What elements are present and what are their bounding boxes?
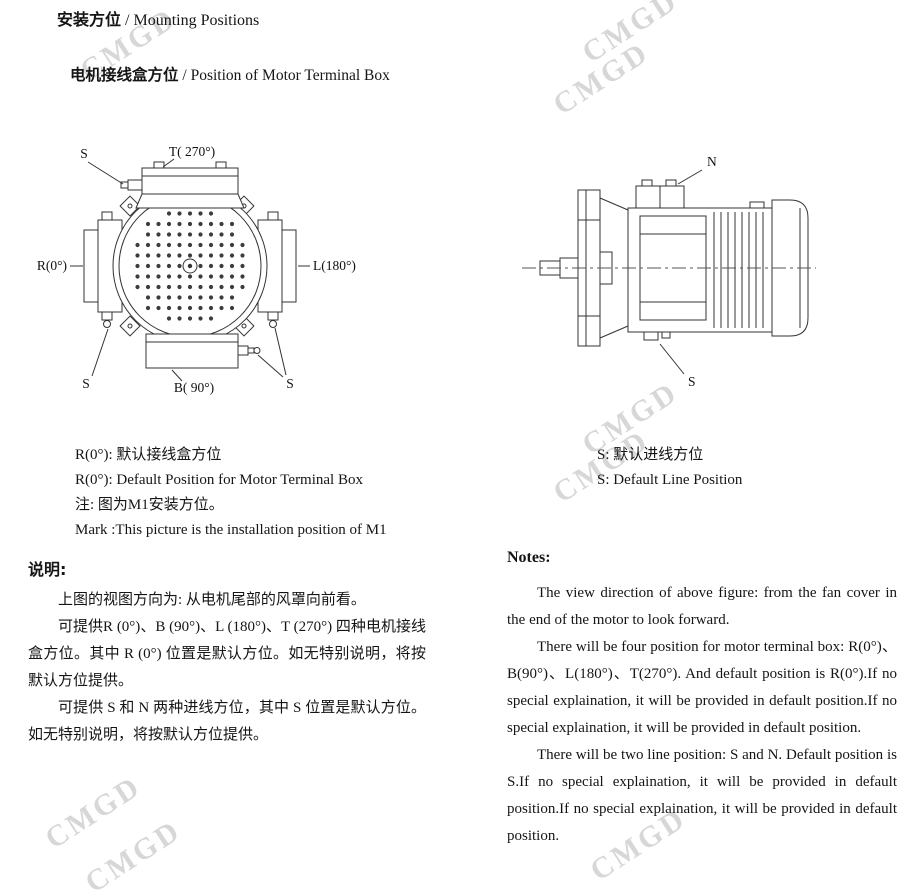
notes-paragraph: The view direction of above figure: from… (507, 585, 897, 628)
subtitle-en: / Position of Motor Terminal Box (178, 67, 390, 84)
notes-paragraph: There will be four position for motor te… (507, 639, 897, 736)
section-subtitle: 电机接线盒方位 / Position of Motor Terminal Box (70, 63, 390, 85)
watermark-text: CMGD (547, 35, 656, 122)
page-title: 安装方位 / Mounting Positions (57, 6, 259, 30)
explanation-paragraph: 可提供R (0°)、B (90°)、L (180°)、T (270°) 四种电机… (28, 619, 426, 689)
label-s-side: S (688, 374, 696, 389)
watermark-text: CMGD (576, 0, 685, 70)
label-l180: L(180°) (313, 258, 356, 273)
notes-section: Notes: The view direction of above figur… (507, 549, 897, 850)
bottom-stud (643, 331, 659, 341)
page-title-zh: 安装方位 (57, 10, 122, 29)
caption-line: R(0°): 默认接线盒方位 (75, 447, 222, 463)
explanation-heading: 说明: (28, 560, 67, 579)
motor-side-view-diagram: N S (522, 154, 816, 389)
label-s-bottom-left: S (82, 376, 90, 391)
caption-line: R(0°): Default Position for Motor Termin… (75, 472, 363, 488)
explanation-paragraph: 上图的视图方向为: 从电机尾部的风罩向前看。 (58, 592, 366, 608)
bottom-stud (661, 331, 671, 339)
subtitle-zh: 电机接线盒方位 (70, 66, 179, 84)
watermark-text: CMGD (39, 769, 148, 856)
terminal-box-side (635, 179, 685, 209)
caption-line: S: 默认进线方位 (597, 447, 704, 463)
front-view-caption: R(0°): 默认接线盒方位 R(0°): Default Position f… (75, 443, 387, 543)
label-n: N (707, 154, 717, 169)
motor-body (627, 207, 773, 333)
page-title-en: / Mounting Positions (121, 12, 260, 29)
bottom-box (145, 333, 261, 369)
top-lug (749, 201, 765, 209)
label-s-top: S (80, 146, 88, 161)
label-b90: B( 90°) (174, 380, 214, 395)
shaft-center (182, 258, 198, 274)
leader-lines (70, 158, 310, 382)
caption-line: 注: 图为M1安装方位。 (75, 497, 224, 513)
fan-grille-dots (135, 211, 245, 321)
watermark-text: CMGD (79, 813, 188, 894)
caption-line: Mark :This picture is the installation p… (75, 522, 387, 538)
side-view-caption: S: 默认进线方位 S: Default Line Position (597, 443, 742, 493)
label-t270: T( 270°) (169, 144, 215, 159)
notes-paragraph: There will be two line position: S and N… (507, 747, 897, 844)
motor-front-view-diagram: S T( 270°) R(0°) L(180°) B( 90°) S S (37, 144, 356, 395)
terminal-box-top (120, 161, 245, 209)
label-s-bottom-right: S (286, 376, 294, 391)
label-r0: R(0°) (37, 258, 67, 273)
notes-heading: Notes: (507, 549, 551, 566)
explanation-section: 说明: 上图的视图方向为: 从电机尾部的风罩向前看。 可提供R (0°)、B (… (28, 556, 426, 749)
explanation-paragraph: 可提供 S 和 N 两种进线方位，其中 S 位置是默认方位。如无特别说明，将按默… (28, 700, 426, 743)
caption-line: S: Default Line Position (597, 472, 743, 488)
cooling-fins (713, 212, 764, 328)
